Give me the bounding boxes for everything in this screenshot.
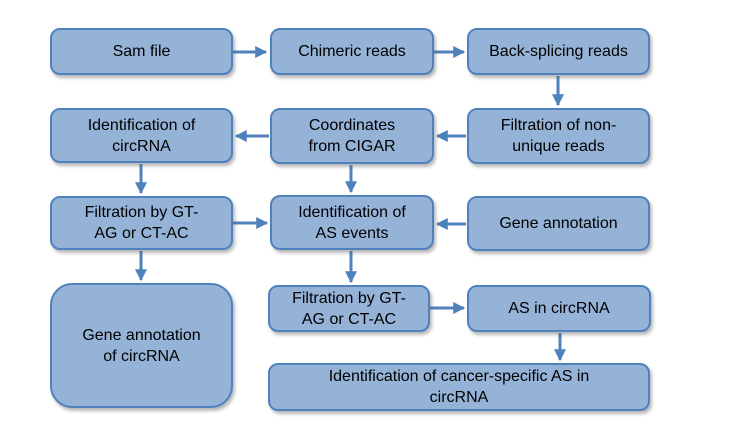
box-label-line: Filtration by GT- (292, 289, 406, 307)
box-label-line: AG or CT-AC (94, 225, 189, 242)
flow-box-as-in-circrna: AS in circRNA (467, 285, 651, 332)
flow-box-chimeric-reads: Chimeric reads (270, 28, 434, 75)
flow-box-back-splicing-reads: Back-splicing reads (467, 28, 650, 75)
box-label-line: from CIGAR (308, 138, 396, 155)
flow-box-identification-of-cancer-specific-as: Identification of cancer-specific AS in … (268, 363, 650, 411)
flow-box-sam-file: Sam file (50, 28, 233, 75)
flow-box-filtration-of-non-unique-reads: Filtration of non- unique reads (467, 108, 650, 164)
box-label-line: Identification of (87, 116, 196, 134)
box-label-line: Sam file (112, 43, 171, 60)
box-label-line: of circRNA (103, 347, 180, 365)
box-label-line: Identification of cancer-specific AS in (328, 368, 590, 385)
flow-box-coordinates-from-cigar: Coordinates from CIGAR (270, 108, 434, 164)
flow-box-gene-annotation: Gene annotation (467, 196, 650, 251)
flow-box-identification-of-as-events: Identification of AS events (270, 195, 434, 250)
box-label-line: AS events (315, 224, 389, 242)
box-label-line: circRNA (112, 137, 171, 155)
box-label-line: Filtration of non- (500, 117, 617, 134)
box-label-line: Identification of (298, 203, 406, 221)
box-label-line: Gene annotation (499, 215, 618, 232)
box-label-line: Chimeric reads (298, 43, 406, 60)
flow-box-filtration-by-gt-ag-1: Filtration by GT- AG or CT-AC (50, 196, 233, 250)
box-label-line: Gene annotation (82, 326, 201, 344)
flow-box-filtration-by-gt-ag-2: Filtration by GT- AG or CT-AC (268, 285, 430, 332)
flow-box-gene-annotation-of-circrna: Gene annotation of circRNA (50, 283, 233, 408)
box-label-line: AG or CT-AC (301, 310, 397, 328)
box-label-line: Coordinates (308, 117, 396, 134)
flow-box-identification-of-circrna: Identification of circRNA (50, 108, 233, 163)
box-label-line: circRNA (429, 389, 489, 406)
box-label-line: Filtration by GT- (84, 204, 199, 221)
box-label-line: Back-splicing reads (489, 43, 628, 60)
box-label-line: unique reads (512, 138, 605, 155)
box-label-line: AS in circRNA (508, 300, 610, 317)
